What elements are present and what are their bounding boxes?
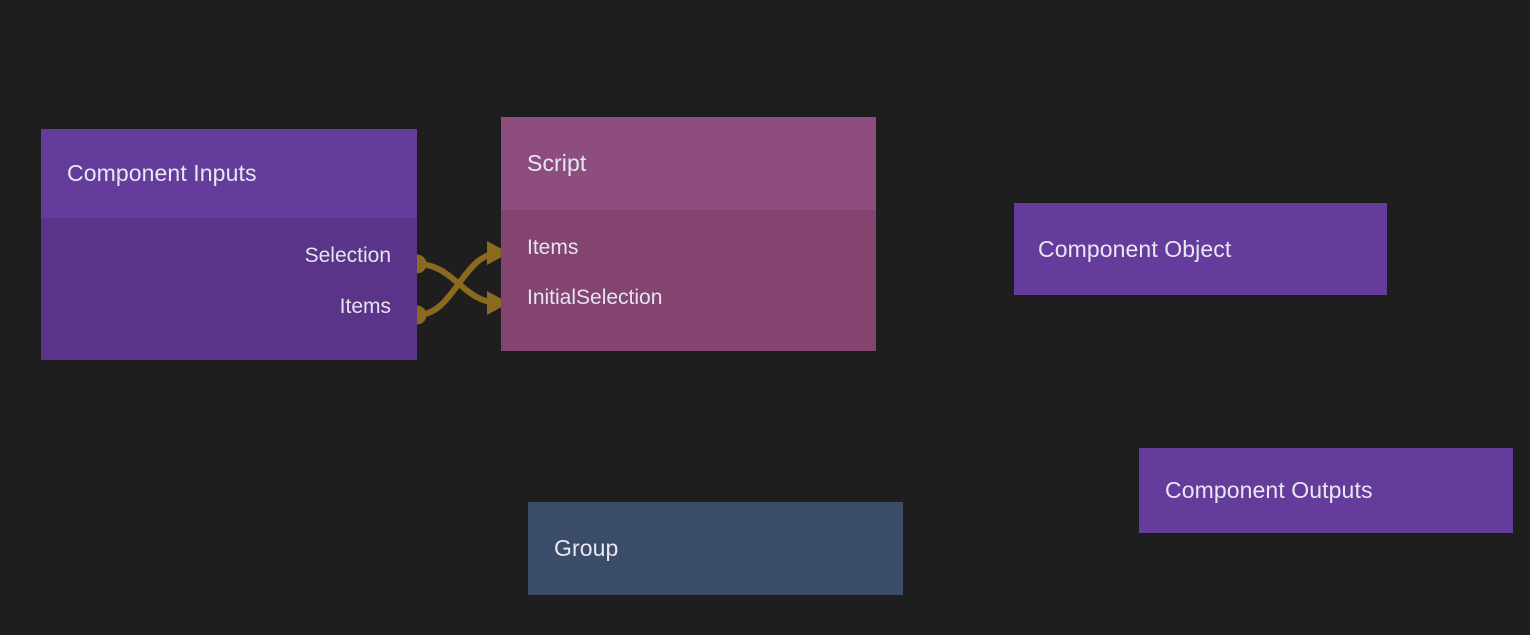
node-script-body: Items InitialSelection [501,210,876,351]
wire-selection-to-initialselection [414,261,503,306]
node-component-inputs-body: Selection Items [41,218,417,360]
input-port-initialselection-label: InitialSelection [527,286,663,309]
node-script-title: Script [527,150,587,176]
node-group-header[interactable]: Group [528,502,903,595]
output-port-items-label: Items [339,295,391,318]
input-port-items-label: Items [527,236,579,259]
node-component-inputs-title: Component Inputs [67,160,257,186]
node-component-object[interactable]: Component Object [1014,203,1387,295]
input-port-items[interactable]: Items [527,237,578,258]
node-component-inputs[interactable]: Component Inputs Selection Items [41,129,417,360]
output-port-items[interactable]: Items [340,296,391,317]
node-component-outputs[interactable]: Component Outputs [1139,448,1513,533]
input-port-initialselection[interactable]: InitialSelection [527,287,662,308]
node-component-outputs-title: Component Outputs [1165,477,1373,503]
output-port-selection-label: Selection [304,244,391,267]
node-script[interactable]: Script Items InitialSelection [501,117,876,351]
node-component-object-title: Component Object [1038,235,1232,262]
node-script-header[interactable]: Script [501,117,876,210]
node-group[interactable]: Group [528,502,903,595]
node-group-title: Group [554,535,619,561]
node-component-inputs-header[interactable]: Component Inputs [41,129,417,218]
node-component-outputs-header[interactable]: Component Outputs [1139,448,1513,533]
output-port-selection[interactable]: Selection [305,245,391,266]
wire-items-to-items [414,250,503,318]
node-component-object-header[interactable]: Component Object [1014,203,1387,295]
